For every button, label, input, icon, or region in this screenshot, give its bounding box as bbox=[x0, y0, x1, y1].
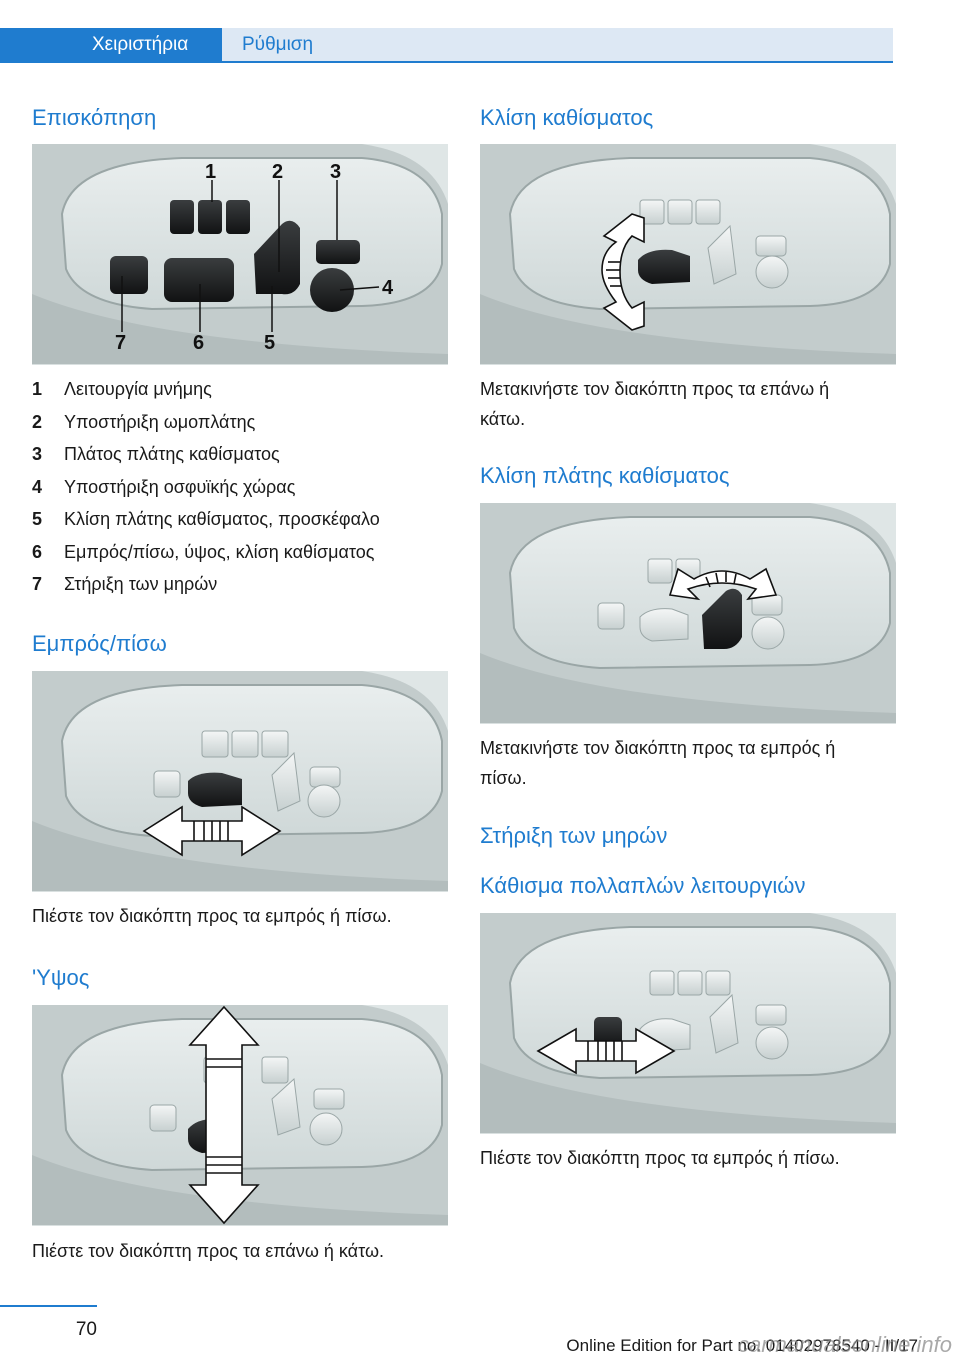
legend-number: 1 bbox=[32, 379, 43, 399]
callout-3: 3 bbox=[330, 161, 341, 183]
memory-button-1 bbox=[170, 200, 194, 234]
backrest-tilt-instruction-line-2: πίσω. bbox=[480, 768, 527, 788]
legend-text: Λειτουργία μνήμης bbox=[64, 379, 212, 399]
memory-button-2 bbox=[198, 200, 222, 234]
legend-number: 6 bbox=[32, 541, 43, 562]
height-instruction: Πιέστε τον διακόπτη προς τα επάνω ή κάτω… bbox=[32, 1241, 385, 1261]
curved-arrow-tilt bbox=[601, 213, 645, 331]
legend-item: 6 Εμπρός/πίσω, ύψος, κλίση καθίσματος bbox=[32, 536, 448, 569]
active-backrest-switch bbox=[702, 588, 742, 649]
seat-tilt-instruction-line-1: Μετακινήστε τον διακόπτη προς τα επάνω ή bbox=[480, 379, 830, 399]
active-seat-switch bbox=[638, 249, 690, 284]
tab-controls[interactable]: Χειριστήρια bbox=[0, 28, 222, 62]
forward-back-image bbox=[32, 671, 448, 892]
legend-item: 5 Κλίση πλάτης καθίσματος, προσκέφαλο bbox=[32, 503, 448, 536]
callout-6: 6 bbox=[193, 332, 204, 354]
legend-number: 5 bbox=[32, 509, 43, 529]
legend-number: 4 bbox=[32, 476, 43, 497]
backrest-width-button bbox=[316, 240, 360, 264]
lumbar-knob bbox=[310, 268, 354, 312]
callout-1: 1 bbox=[205, 161, 216, 183]
double-arrow-vertical bbox=[188, 1005, 260, 1225]
double-arrow-horizontal bbox=[536, 1027, 676, 1075]
curved-arrow-backrest bbox=[668, 567, 778, 601]
legend-text: Εμπρός/πίσω, ύψος, κλίση καθίσματος bbox=[64, 541, 375, 562]
overview-heading: Επισκόπηση bbox=[32, 105, 157, 130]
callout-5: 5 bbox=[264, 332, 275, 354]
forward-back-heading: Εμπρός/πίσω bbox=[32, 631, 167, 656]
seat-tilt-heading: Κλίση καθίσματος bbox=[480, 105, 654, 130]
legend-item: 7 Στήριξη των μηρών bbox=[32, 568, 448, 601]
callout-7: 7 bbox=[115, 332, 126, 354]
backrest-tilt-heading: Κλίση πλάτης καθίσματος bbox=[480, 463, 730, 488]
active-seat-switch bbox=[188, 772, 242, 807]
active-thigh-switch bbox=[594, 1017, 622, 1047]
backrest-switch bbox=[254, 220, 300, 295]
forward-back-instruction: Πιέστε τον διακόπτη προς τα εμπρός ή πίσ… bbox=[32, 906, 392, 926]
tab-adjustment[interactable]: Ρύθμιση bbox=[222, 28, 893, 62]
legend-text: Υποστήριξη ωμοπλάτης bbox=[64, 411, 256, 432]
height-heading: 'Υψος bbox=[32, 965, 90, 990]
legend-item: 4 Υποστήριξη οσφυϊκής χώρας bbox=[32, 471, 448, 504]
legend-number: 3 bbox=[32, 444, 43, 464]
footer-rule bbox=[0, 1305, 97, 1307]
backrest-tilt-instruction-line-1: Μετακινήστε τον διακόπτη προς τα εμπρός … bbox=[480, 738, 836, 758]
legend-number: 2 bbox=[32, 411, 43, 432]
multifunction-seat-heading: Κάθισμα πολλαπλών λειτουργιών bbox=[480, 873, 806, 898]
callout-4: 4 bbox=[382, 277, 394, 299]
header-rule bbox=[0, 61, 893, 63]
thigh-support-heading: Στήριξη των μηρών bbox=[480, 823, 668, 848]
legend-item: 3 Πλάτος πλάτης καθίσματος bbox=[32, 438, 448, 471]
thigh-support-switch bbox=[110, 256, 148, 294]
legend-number: 7 bbox=[32, 574, 43, 594]
memory-button-3 bbox=[226, 200, 250, 234]
legend-item: 2 Υποστήριξη ωμοπλάτης bbox=[32, 406, 448, 439]
legend-item: 1 Λειτουργία μνήμης bbox=[32, 373, 448, 406]
height-image bbox=[32, 1005, 448, 1226]
watermark: carmanualsonline.info bbox=[737, 1332, 952, 1357]
header-bar: Χειριστήρια Ρύθμιση bbox=[0, 28, 893, 62]
callout-2: 2 bbox=[272, 161, 283, 183]
page-number: 70 bbox=[75, 1319, 97, 1340]
backrest-tilt-image bbox=[480, 503, 896, 724]
legend-list: 1 Λειτουργία μνήμης 2 Υποστήριξη ωμοπλάτης… bbox=[32, 373, 448, 601]
thigh-support-image bbox=[480, 913, 896, 1134]
overview-image: 1 2 3 4 5 6 7 bbox=[32, 144, 448, 365]
seat-tilt-image bbox=[480, 144, 896, 365]
seat-tilt-instruction-line-2: κάτω. bbox=[480, 409, 526, 429]
legend-text: Υποστήριξη οσφυϊκής χώρας bbox=[64, 476, 296, 497]
double-arrow-horizontal bbox=[142, 805, 282, 857]
legend-text: Πλάτος πλάτης καθίσματος bbox=[64, 444, 280, 464]
legend-text: Κλίση πλάτης καθίσματος, προσκέφαλο bbox=[64, 509, 380, 529]
seat-switch bbox=[164, 258, 234, 302]
edition-line: Online Edition for Part no. 01402978540 … bbox=[566, 1336, 918, 1355]
legend-text: Στήριξη των μηρών bbox=[64, 574, 218, 594]
thigh-support-instruction: Πιέστε τον διακόπτη προς τα εμπρός ή πίσ… bbox=[480, 1148, 840, 1168]
